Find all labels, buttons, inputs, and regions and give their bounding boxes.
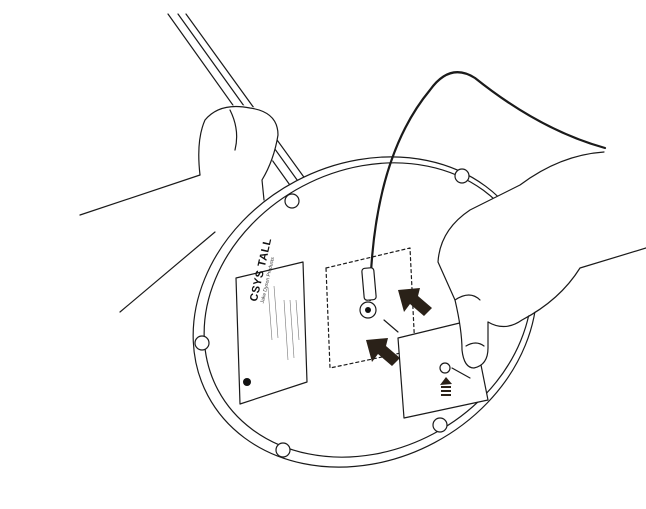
hole-icon <box>439 362 451 374</box>
screw-icon <box>275 442 291 458</box>
arrow-icon <box>366 338 400 366</box>
right-hand <box>437 150 646 369</box>
left-hand <box>79 105 279 313</box>
screw-icon <box>432 417 448 433</box>
cable-plug <box>361 267 377 301</box>
label-fine-print <box>267 285 300 361</box>
brand-dot-icon <box>243 378 251 386</box>
power-cable <box>368 71 607 302</box>
screw-icon <box>194 335 210 351</box>
slide-arrow-icon <box>440 377 452 396</box>
screw-icon <box>454 168 470 184</box>
screw-icon <box>284 193 300 209</box>
screws <box>194 168 470 458</box>
arrow-icon <box>398 288 432 316</box>
